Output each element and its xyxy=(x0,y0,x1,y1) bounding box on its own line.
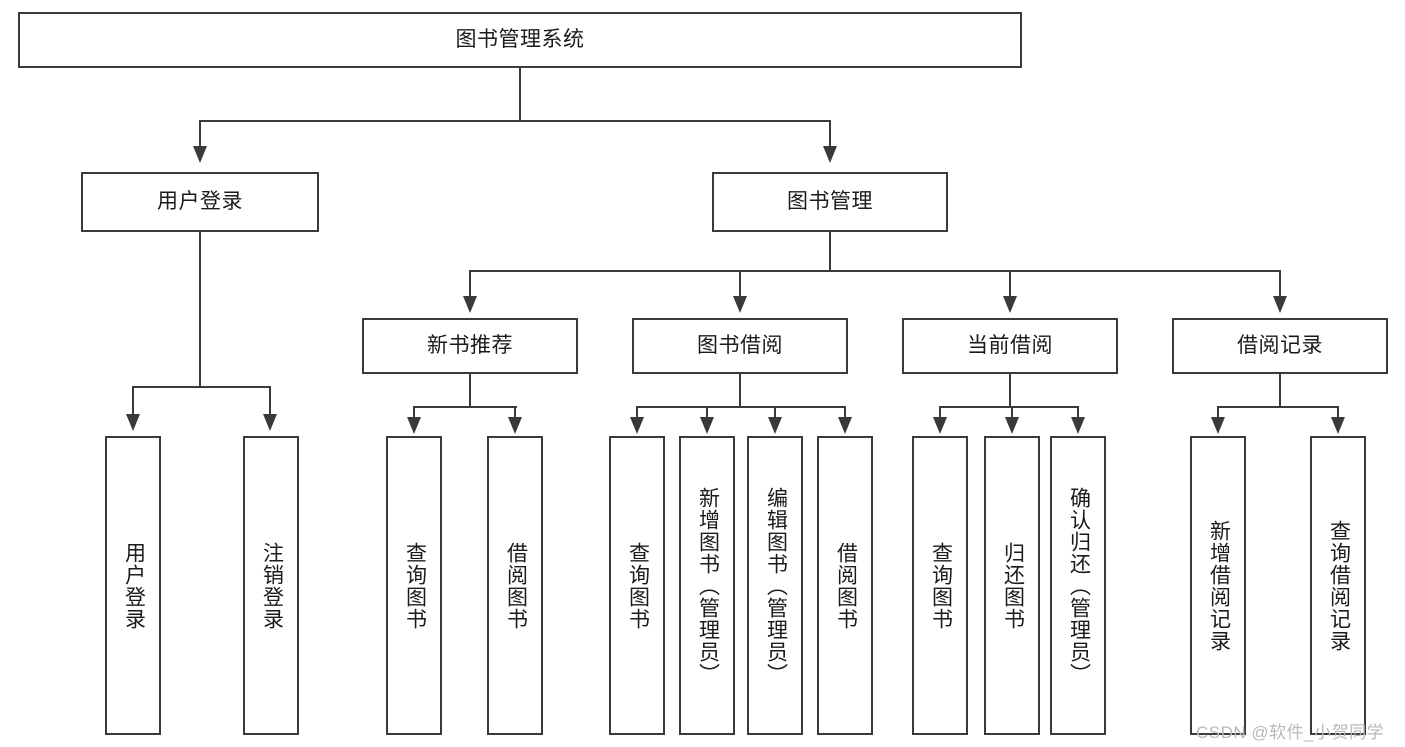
node-label: 图书管理系统 xyxy=(455,27,585,51)
arrowhead-to-user-login xyxy=(193,146,207,163)
edge-to-book-borrow xyxy=(739,270,741,298)
edge-bb-drop-3 xyxy=(774,406,776,419)
node-label: 图书借阅 xyxy=(697,333,783,357)
arrowhead-leaf-query-book-cur xyxy=(933,417,947,434)
edge-to-new-book-recommend xyxy=(469,270,471,298)
arrowhead-leaf-user-logout xyxy=(263,414,277,431)
node-new-book-recommend[interactable]: 新书推荐 xyxy=(362,318,578,374)
leaf-query-borrow-record[interactable]: 查询借阅记录 xyxy=(1310,436,1366,735)
edge-to-user-login xyxy=(199,120,201,148)
arrowhead-to-new-book-recommend xyxy=(463,296,477,313)
leaf-add-borrow-record[interactable]: 新增借阅记录 xyxy=(1190,436,1246,735)
arrowhead-leaf-return-book xyxy=(1005,417,1019,434)
arrowhead-leaf-edit-book xyxy=(768,417,782,434)
leaf-query-book-recommend[interactable]: 查询图书 xyxy=(386,436,442,735)
edge-to-borrow-record xyxy=(1279,270,1281,298)
leaf-query-book-borrow[interactable]: 查询图书 xyxy=(609,436,665,735)
node-label: 当前借阅 xyxy=(967,333,1053,357)
leaf-label: 查询图书 xyxy=(626,541,650,630)
edge-cb-drop-2 xyxy=(1011,406,1013,419)
arrowhead-to-borrow-record xyxy=(1273,296,1287,313)
leaf-label: 注销登录 xyxy=(260,541,284,630)
node-book-borrow[interactable]: 图书借阅 xyxy=(632,318,848,374)
edge-cb-drop-1 xyxy=(939,406,941,419)
edge-borrow-record-bus xyxy=(1217,406,1339,408)
edge-br-drop-2 xyxy=(1337,406,1339,419)
edge-root-stem xyxy=(519,68,521,120)
leaf-label: 用户登录 xyxy=(122,541,146,630)
edge-to-book-management xyxy=(829,120,831,148)
leaf-label: 借阅图书 xyxy=(504,541,528,630)
leaf-add-book-admin[interactable]: 新增图书（管理员） xyxy=(679,436,735,735)
node-label: 用户登录 xyxy=(157,189,243,213)
edge-current-borrow-stem xyxy=(1009,374,1011,408)
edge-user-login-stem xyxy=(199,232,201,387)
leaf-label: 归还图书 xyxy=(1001,541,1025,630)
node-root-library-management-system[interactable]: 图书管理系统 xyxy=(18,12,1022,68)
leaf-edit-book-admin[interactable]: 编辑图书（管理员） xyxy=(747,436,803,735)
edge-nbr-drop-1 xyxy=(413,406,415,419)
arrowhead-leaf-confirm-return xyxy=(1071,417,1085,434)
leaf-label: 查询图书 xyxy=(403,541,427,630)
node-book-management[interactable]: 图书管理 xyxy=(712,172,948,232)
leaf-user-logout[interactable]: 注销登录 xyxy=(243,436,299,735)
arrowhead-leaf-query-record xyxy=(1331,417,1345,434)
leaf-label: 新增图书（管理员） xyxy=(696,486,720,685)
leaf-borrow-book[interactable]: 借阅图书 xyxy=(817,436,873,735)
edge-new-book-recommend-bus xyxy=(413,406,517,408)
edge-current-borrow-bus xyxy=(939,406,1078,408)
edge-cb-drop-3 xyxy=(1077,406,1079,419)
leaf-label: 查询图书 xyxy=(929,541,953,630)
edge-book-management-stem xyxy=(829,232,831,272)
arrowhead-leaf-borrow-book-rec xyxy=(508,417,522,434)
arrowhead-to-book-management xyxy=(823,146,837,163)
arrowhead-to-current-borrow xyxy=(1003,296,1017,313)
arrowhead-leaf-add-book xyxy=(700,417,714,434)
leaf-label: 编辑图书（管理员） xyxy=(764,486,788,685)
node-label: 借阅记录 xyxy=(1237,333,1323,357)
arrowhead-leaf-user-login xyxy=(126,414,140,431)
leaf-borrow-book-recommend[interactable]: 借阅图书 xyxy=(487,436,543,735)
arrowhead-leaf-query-book-borrow xyxy=(630,417,644,434)
node-label: 图书管理 xyxy=(787,189,873,213)
edge-level2-bus xyxy=(199,120,831,122)
node-user-login[interactable]: 用户登录 xyxy=(81,172,319,232)
arrowhead-leaf-add-record xyxy=(1211,417,1225,434)
edge-user-login-drop-right xyxy=(269,386,271,416)
edge-new-book-recommend-stem xyxy=(469,374,471,408)
edge-book-borrow-bus xyxy=(636,406,844,408)
leaf-query-book-current[interactable]: 查询图书 xyxy=(912,436,968,735)
edge-borrow-record-stem xyxy=(1279,374,1281,408)
node-borrow-record[interactable]: 借阅记录 xyxy=(1172,318,1388,374)
leaf-label: 借阅图书 xyxy=(834,541,858,630)
edge-bb-drop-1 xyxy=(636,406,638,419)
leaf-confirm-return-admin[interactable]: 确认归还（管理员） xyxy=(1050,436,1106,735)
leaf-label: 新增借阅记录 xyxy=(1207,519,1231,652)
edge-nbr-drop-2 xyxy=(514,406,516,419)
edge-book-borrow-stem xyxy=(739,374,741,408)
leaf-return-book[interactable]: 归还图书 xyxy=(984,436,1040,735)
arrowhead-leaf-borrow-book xyxy=(838,417,852,434)
arrowhead-leaf-query-book-rec xyxy=(407,417,421,434)
edge-level3-bus xyxy=(469,270,1281,272)
leaf-label: 确认归还（管理员） xyxy=(1067,486,1091,685)
leaf-user-login[interactable]: 用户登录 xyxy=(105,436,161,735)
edge-bb-drop-4 xyxy=(844,406,846,419)
edge-user-login-drop-left xyxy=(132,386,134,416)
arrowhead-to-book-borrow xyxy=(733,296,747,313)
edge-bb-drop-2 xyxy=(706,406,708,419)
node-label: 新书推荐 xyxy=(427,333,513,357)
edge-br-drop-1 xyxy=(1217,406,1219,419)
leaf-label: 查询借阅记录 xyxy=(1327,519,1351,652)
node-current-borrow[interactable]: 当前借阅 xyxy=(902,318,1118,374)
edge-to-current-borrow xyxy=(1009,270,1011,298)
edge-user-login-bus xyxy=(132,386,269,388)
